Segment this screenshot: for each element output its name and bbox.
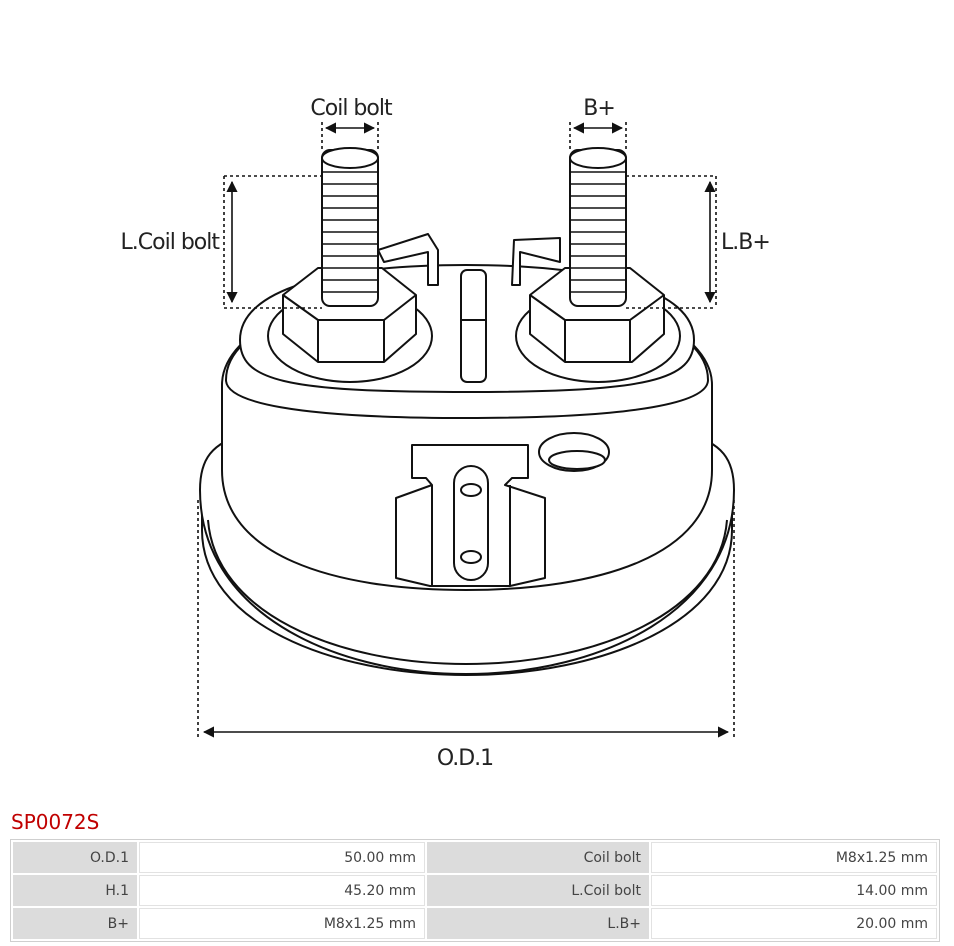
coil-bolt-thread	[321, 149, 379, 307]
spec-label: B+	[13, 908, 137, 939]
spec-value: 14.00 mm	[651, 875, 937, 906]
spec-label: H.1	[13, 875, 137, 906]
spec-value: M8x1.25 mm	[651, 842, 937, 873]
spec-value: M8x1.25 mm	[139, 908, 425, 939]
l-coil-bolt-label: L.Coil bolt	[121, 230, 221, 255]
spec-label: L.B+	[427, 908, 649, 939]
spec-label: Coil bolt	[427, 842, 649, 873]
spec-value: 45.20 mm	[139, 875, 425, 906]
spec-value: 20.00 mm	[651, 908, 937, 939]
l-b-plus-label: L.B+	[721, 230, 770, 255]
spec-label: O.D.1	[13, 842, 137, 873]
od1-label: O.D.1	[437, 746, 493, 771]
b-plus-label: B+	[583, 96, 615, 121]
table-row: H.1 45.20 mm L.Coil bolt 14.00 mm	[13, 875, 937, 906]
center-tab	[460, 269, 487, 383]
solenoid-cap-drawing: Coil bolt B+ L.Coil bolt L.B+ O.D.1	[121, 96, 771, 771]
spec-table: O.D.1 50.00 mm Coil bolt M8x1.25 mm H.1 …	[10, 839, 940, 942]
terminal-lug	[453, 465, 489, 581]
spec-value: 50.00 mm	[139, 842, 425, 873]
table-row: O.D.1 50.00 mm Coil bolt M8x1.25 mm	[13, 842, 937, 873]
clip-right	[511, 237, 561, 286]
part-number: SP0072S	[11, 810, 100, 834]
b-plus-bolt-thread	[569, 149, 627, 307]
coil-bolt-label: Coil bolt	[310, 96, 393, 121]
base-inner-ring	[207, 519, 728, 665]
clip-left	[377, 233, 439, 286]
spec-label: L.Coil bolt	[427, 875, 649, 906]
table-row: B+ M8x1.25 mm L.B+ 20.00 mm	[13, 908, 937, 939]
